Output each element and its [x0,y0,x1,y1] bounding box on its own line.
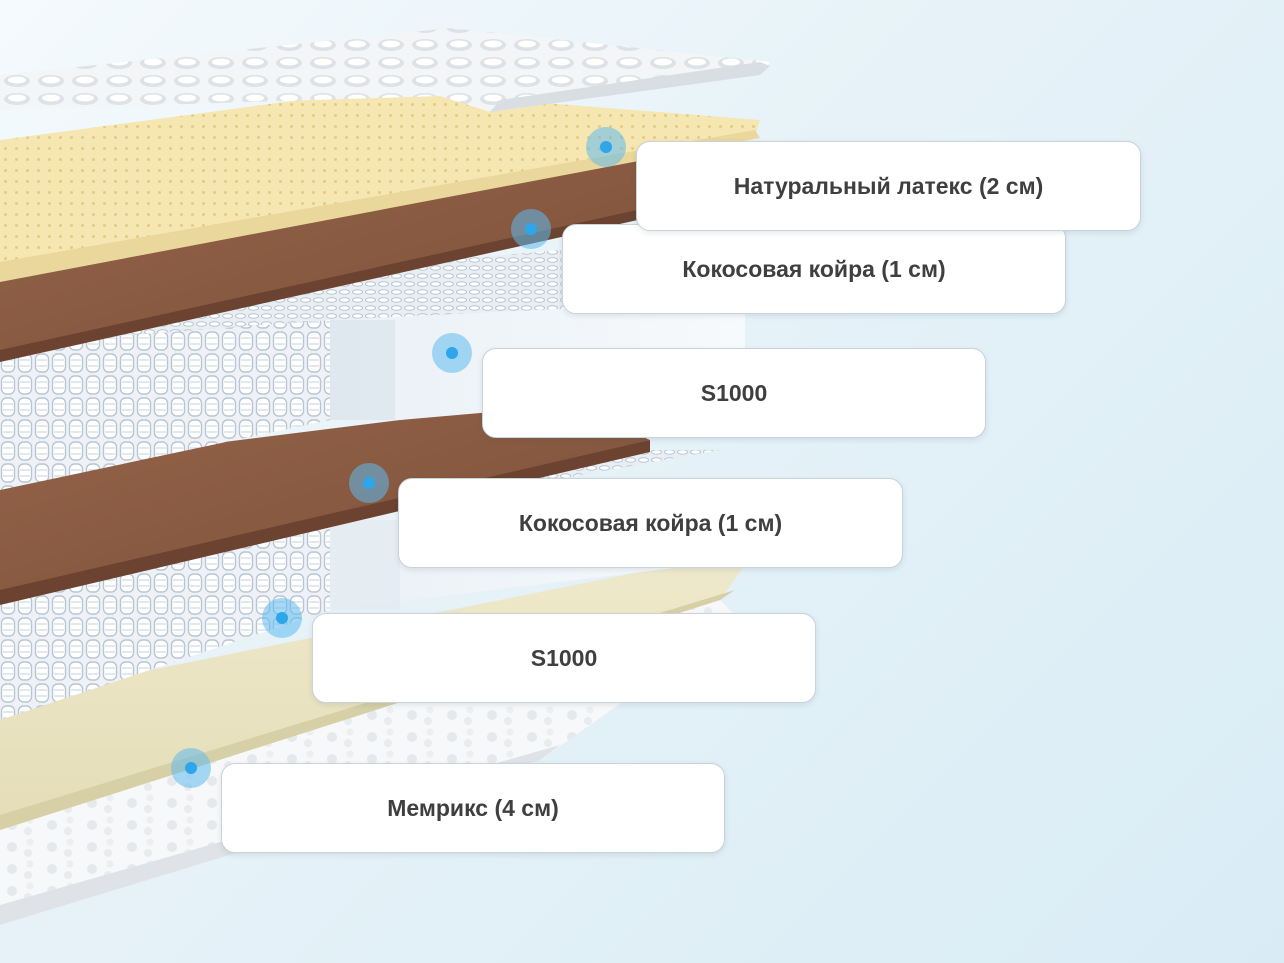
layer-label-s1000-top: S1000 [482,348,986,438]
layer-label-natural-latex: Натуральный латекс (2 см) [636,141,1141,231]
layer-marker-6[interactable] [171,748,211,788]
layer-label-memorix: Мемрикс (4 см) [221,763,725,853]
layer-label-s1000-bottom: S1000 [312,613,816,703]
layer-marker-4[interactable] [349,463,389,503]
layer-marker-3[interactable] [432,333,472,373]
layer-marker-2[interactable] [511,209,551,249]
layer-marker-5[interactable] [262,598,302,638]
layer-label-coconut-coir-bottom: Кокосовая койра (1 см) [398,478,903,568]
layer-label-coconut-coir-top: Кокосовая койра (1 см) [562,224,1066,314]
layer-marker-1[interactable] [586,127,626,167]
